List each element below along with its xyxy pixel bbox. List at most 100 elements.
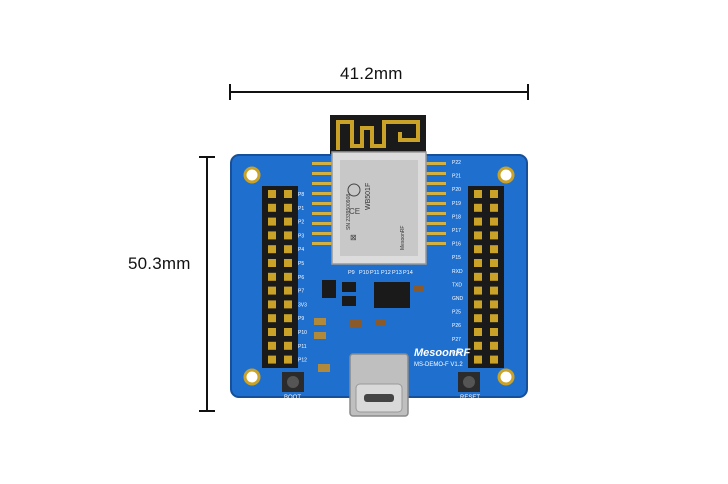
header-pin — [474, 300, 482, 309]
module-pad — [424, 162, 446, 165]
header-pin — [284, 272, 292, 281]
pin-label: P27 — [452, 337, 461, 343]
usb-uart-chip — [374, 282, 410, 308]
header-pin — [284, 259, 292, 267]
header-pin — [474, 286, 482, 295]
reset-label: RESET — [460, 395, 480, 401]
header-body — [262, 186, 298, 368]
pin-label: P3 — [298, 233, 304, 239]
header-pin — [284, 231, 292, 240]
height-dimension-line — [199, 156, 215, 412]
weee-mark: ⊠ — [350, 233, 357, 242]
pin-label: RXD — [452, 269, 463, 275]
pin-label: P15 — [452, 255, 461, 261]
header-pin — [268, 355, 276, 364]
header-pin — [474, 231, 482, 240]
resistor — [376, 320, 386, 326]
header-pin — [284, 328, 292, 336]
header-pin — [284, 355, 292, 364]
module-pad — [312, 192, 334, 195]
left-pin-header — [262, 186, 298, 368]
pin-label: P9 — [298, 316, 304, 322]
pin-label: P12 — [298, 358, 307, 364]
ce-mark: CE — [349, 207, 360, 216]
header-pin — [268, 328, 276, 336]
header-pin — [474, 328, 482, 336]
header-pin — [490, 314, 498, 323]
resistor — [414, 286, 424, 292]
header-pin — [268, 314, 276, 323]
mounting-hole — [243, 166, 261, 184]
header-pin — [284, 217, 292, 226]
mounting-hole — [243, 368, 261, 386]
header-pin — [268, 231, 276, 240]
resistor — [350, 320, 362, 327]
antenna — [330, 115, 426, 157]
header-pin — [284, 341, 292, 350]
usb-c-connector — [349, 353, 409, 417]
board-version-label: MS-DEMO-F V1.2 — [414, 362, 463, 368]
wireless-module: WB501F SN 2339500908 MesoonRF CE ⊠ — [331, 151, 427, 265]
pin-label: P17 — [452, 228, 461, 234]
boot-label: BOOT — [284, 395, 301, 401]
capacitor — [314, 318, 326, 325]
module-serial: SN 2339500908 — [346, 194, 352, 230]
header-pin — [474, 217, 482, 226]
pin-label: P18 — [452, 214, 461, 220]
pin-label: P16 — [452, 242, 461, 248]
pin-label: P10 — [359, 270, 369, 276]
pin-label: P2 — [298, 220, 304, 226]
pin-label: P5 — [298, 261, 304, 267]
header-pin — [490, 286, 498, 295]
header-pin — [474, 259, 482, 267]
pin-label: 3V3 — [298, 302, 307, 308]
header-pin — [268, 259, 276, 267]
module-pad — [424, 242, 446, 245]
header-pin — [284, 245, 292, 254]
header-pin — [474, 203, 482, 212]
header-pin — [490, 259, 498, 267]
module-pad — [424, 192, 446, 195]
module-pad — [424, 212, 446, 215]
boot-button — [282, 372, 304, 392]
header-pin — [490, 300, 498, 309]
right-pin-labels: P22P21P20P19P18P17P16P15RXDTXDGNDP25P26P… — [452, 160, 464, 356]
pin-label: TXD — [452, 282, 462, 288]
pin-label: P14 — [403, 270, 413, 276]
header-pin — [490, 355, 498, 364]
module-pad — [312, 212, 334, 215]
header-pin — [474, 355, 482, 364]
components — [314, 280, 424, 372]
header-pin — [268, 272, 276, 281]
board-brand-label: MesoonRF — [414, 347, 471, 359]
module-pad — [424, 182, 446, 185]
pin-label: P4 — [298, 247, 304, 253]
header-pin — [490, 231, 498, 240]
module-pad — [312, 202, 334, 205]
height-dimension-label: 50.3mm — [128, 254, 191, 273]
transistor — [342, 296, 356, 306]
transistor — [342, 282, 356, 292]
pin-label: P11 — [298, 344, 307, 350]
capacitor — [318, 364, 330, 372]
module-pad — [312, 182, 334, 185]
pin-label: P13 — [392, 270, 402, 276]
header-body — [468, 186, 504, 368]
pin-label: P12 — [381, 270, 391, 276]
header-pin — [284, 300, 292, 309]
header-pin — [284, 314, 292, 323]
header-pin — [268, 341, 276, 350]
pin-label: GND — [452, 296, 464, 302]
pin-label: P1 — [298, 206, 304, 212]
module-pad — [312, 232, 334, 235]
header-pin — [490, 245, 498, 254]
fcc-logo — [347, 183, 361, 197]
reset-button — [458, 372, 480, 392]
header-pin — [284, 203, 292, 212]
capacitor — [314, 332, 326, 339]
regulator — [322, 280, 336, 298]
pin-label: P8 — [298, 192, 304, 198]
